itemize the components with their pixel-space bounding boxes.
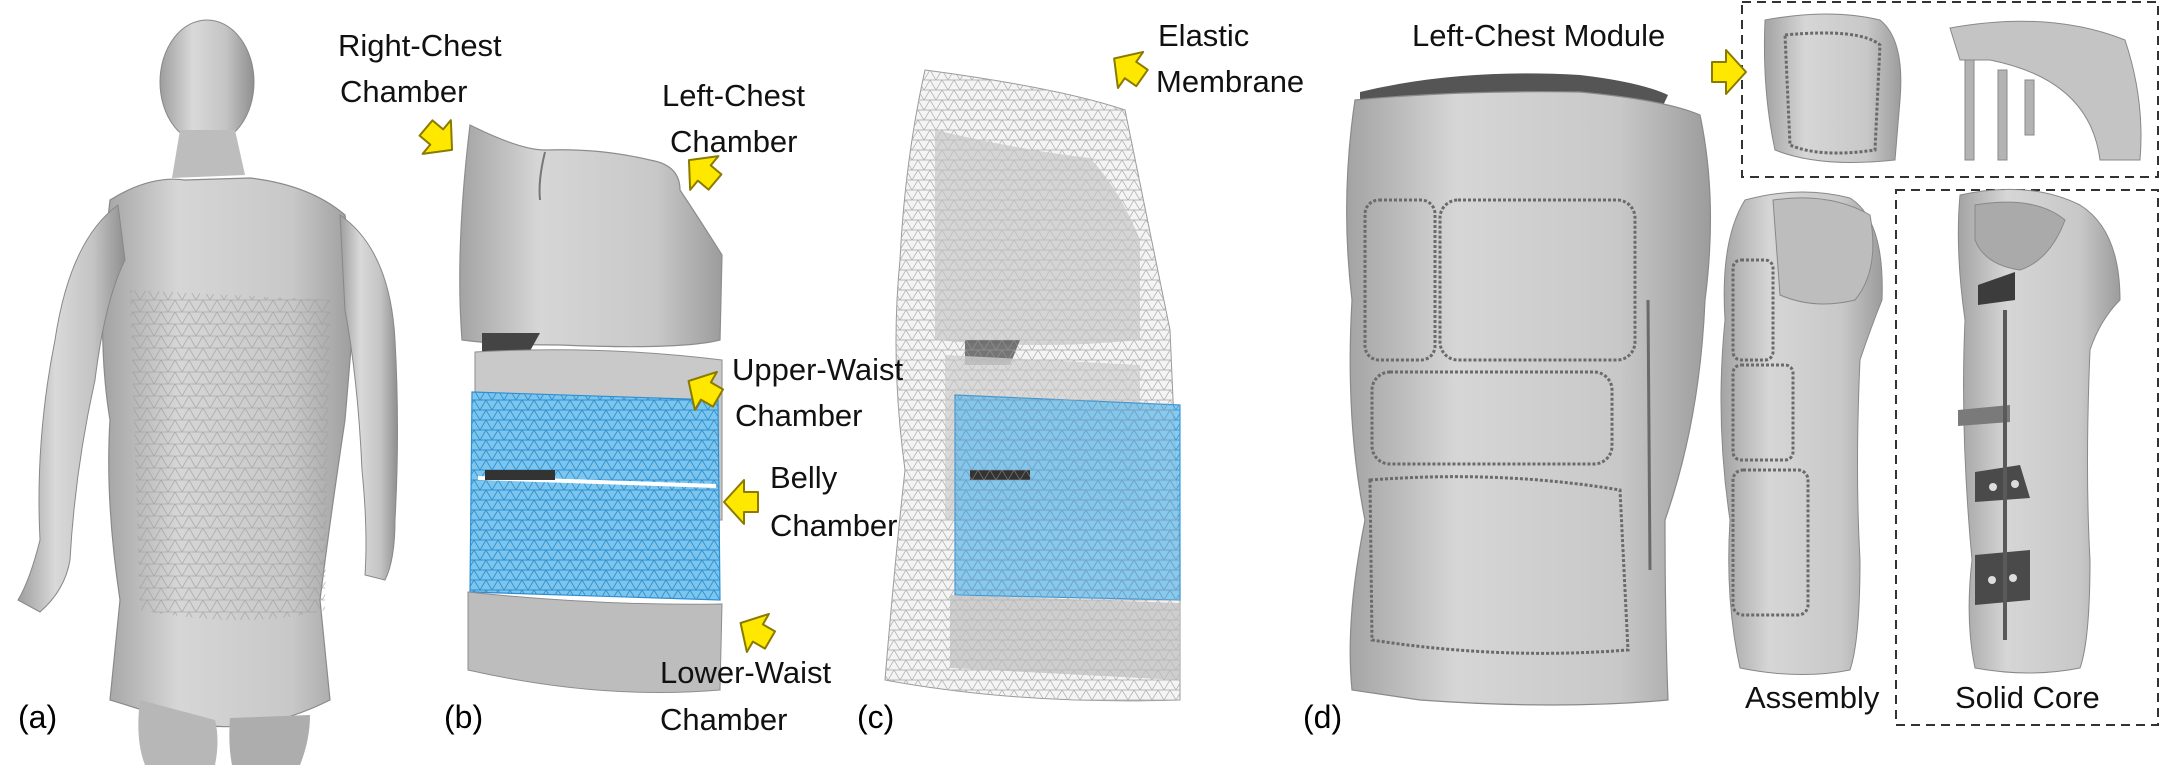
belly-label-line1: Belly bbox=[770, 460, 838, 495]
lower-waist-arrow-icon bbox=[728, 602, 782, 661]
solid-core-label: Solid Core bbox=[1955, 680, 2100, 715]
full-vest-model bbox=[1346, 73, 1712, 706]
left-chest-module-inset bbox=[1741, 1, 2159, 178]
panel-label-b: (b) bbox=[444, 699, 483, 735]
left-chest-module-label: Left-Chest Module bbox=[1412, 18, 1666, 53]
elastic-membrane-label-line1: Elastic bbox=[1158, 18, 1250, 53]
elastic-membrane-label-line2: Membrane bbox=[1156, 64, 1305, 99]
assembly-label: Assembly bbox=[1745, 680, 1880, 715]
upper-waist-label-line2: Chamber bbox=[735, 398, 863, 433]
right-chest-arrow-icon bbox=[410, 110, 468, 168]
left-chest-label-line1: Left-Chest bbox=[662, 78, 806, 113]
left-chest-module-arrow-icon bbox=[1711, 49, 1747, 95]
solid-core-inset bbox=[1895, 189, 2159, 726]
upper-waist-label-line1: Upper-Waist bbox=[732, 352, 904, 387]
belly-arrow-icon bbox=[723, 479, 759, 525]
solid-core-model bbox=[1957, 188, 2121, 674]
right-chest-label-line2: Chamber bbox=[340, 74, 468, 109]
panel-label-a: (a) bbox=[18, 699, 57, 735]
panel-label-d: (d) bbox=[1303, 699, 1342, 735]
right-chest-label-line1: Right-Chest bbox=[338, 28, 502, 63]
elastic-membrane-model bbox=[884, 69, 1181, 702]
left-chest-module-shell bbox=[1763, 13, 1902, 163]
elastic-membrane-arrow-icon bbox=[1100, 39, 1156, 98]
belly-label-line2: Chamber bbox=[770, 508, 898, 543]
left-chest-module-core bbox=[1949, 20, 2142, 161]
human-body-model bbox=[17, 19, 398, 765]
left-chest-label-line2: Chamber bbox=[670, 124, 798, 159]
panel-label-c: (c) bbox=[857, 699, 894, 735]
chamber-layout bbox=[459, 124, 723, 693]
lower-waist-label-line2: Chamber bbox=[660, 702, 788, 737]
lower-waist-label-line1: Lower-Waist bbox=[660, 655, 832, 690]
assembly-model bbox=[1720, 191, 1883, 676]
